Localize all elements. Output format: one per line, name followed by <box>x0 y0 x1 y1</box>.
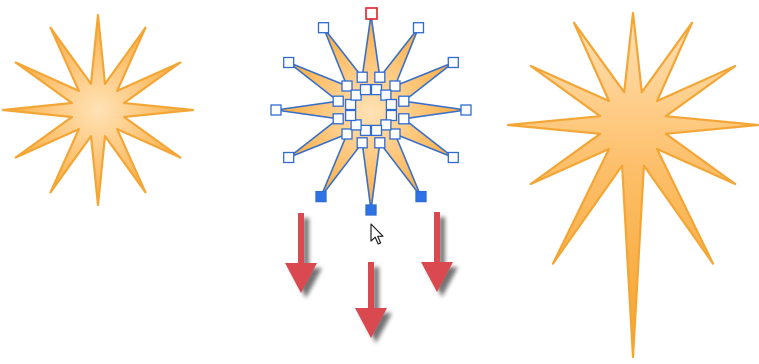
node-handle[interactable] <box>412 22 425 34</box>
control-handle[interactable] <box>359 83 372 96</box>
node-handle[interactable] <box>447 56 459 69</box>
control-handle[interactable] <box>370 83 383 96</box>
control-handle[interactable] <box>344 109 357 122</box>
control-handle[interactable] <box>344 98 357 111</box>
arrow-pointer-icon <box>370 223 384 245</box>
node-handle[interactable] <box>460 104 472 116</box>
node-handle[interactable] <box>389 128 401 140</box>
control-handle[interactable] <box>385 98 398 111</box>
node-handle[interactable] <box>389 80 401 92</box>
node-handle[interactable] <box>356 71 368 83</box>
active-node-handle[interactable] <box>415 190 427 203</box>
node-handle[interactable] <box>356 137 368 149</box>
star-after-shape[interactable] <box>506 11 759 359</box>
control-handle[interactable] <box>350 119 362 131</box>
star-after[interactable] <box>506 11 759 359</box>
node-handle[interactable] <box>341 128 353 140</box>
control-handle[interactable] <box>370 124 383 137</box>
control-handle[interactable] <box>359 124 372 137</box>
control-handle[interactable] <box>380 119 392 131</box>
node-handle[interactable] <box>283 151 295 164</box>
control-handle[interactable] <box>385 109 398 122</box>
star-before[interactable] <box>1 13 195 207</box>
node-handle[interactable] <box>447 151 459 164</box>
node-handle[interactable] <box>374 137 386 149</box>
node-handle[interactable] <box>332 113 344 125</box>
drag-arrows <box>285 212 453 338</box>
arrow-down-icon <box>355 262 387 338</box>
node-handle[interactable] <box>374 71 386 83</box>
node-handle[interactable] <box>270 104 282 116</box>
node-handle[interactable] <box>398 95 410 107</box>
control-handle[interactable] <box>380 89 392 101</box>
node-handle[interactable] <box>332 95 344 107</box>
arrow-down-icon <box>285 213 317 293</box>
node-handle[interactable] <box>283 56 295 69</box>
active-node-handle[interactable] <box>365 204 377 216</box>
selection-handles[interactable] <box>270 22 472 216</box>
arrow-down-icon <box>421 212 453 292</box>
node-handle[interactable] <box>398 113 410 125</box>
node-handle[interactable] <box>317 22 330 34</box>
star-before-shape[interactable] <box>1 13 195 207</box>
rotation-handle-icon[interactable] <box>365 7 378 20</box>
node-handle[interactable] <box>341 80 353 92</box>
active-node-handle[interactable] <box>315 190 327 203</box>
star-selected-shape[interactable] <box>275 14 467 211</box>
star-selected[interactable] <box>270 7 472 216</box>
control-handle[interactable] <box>350 89 362 101</box>
